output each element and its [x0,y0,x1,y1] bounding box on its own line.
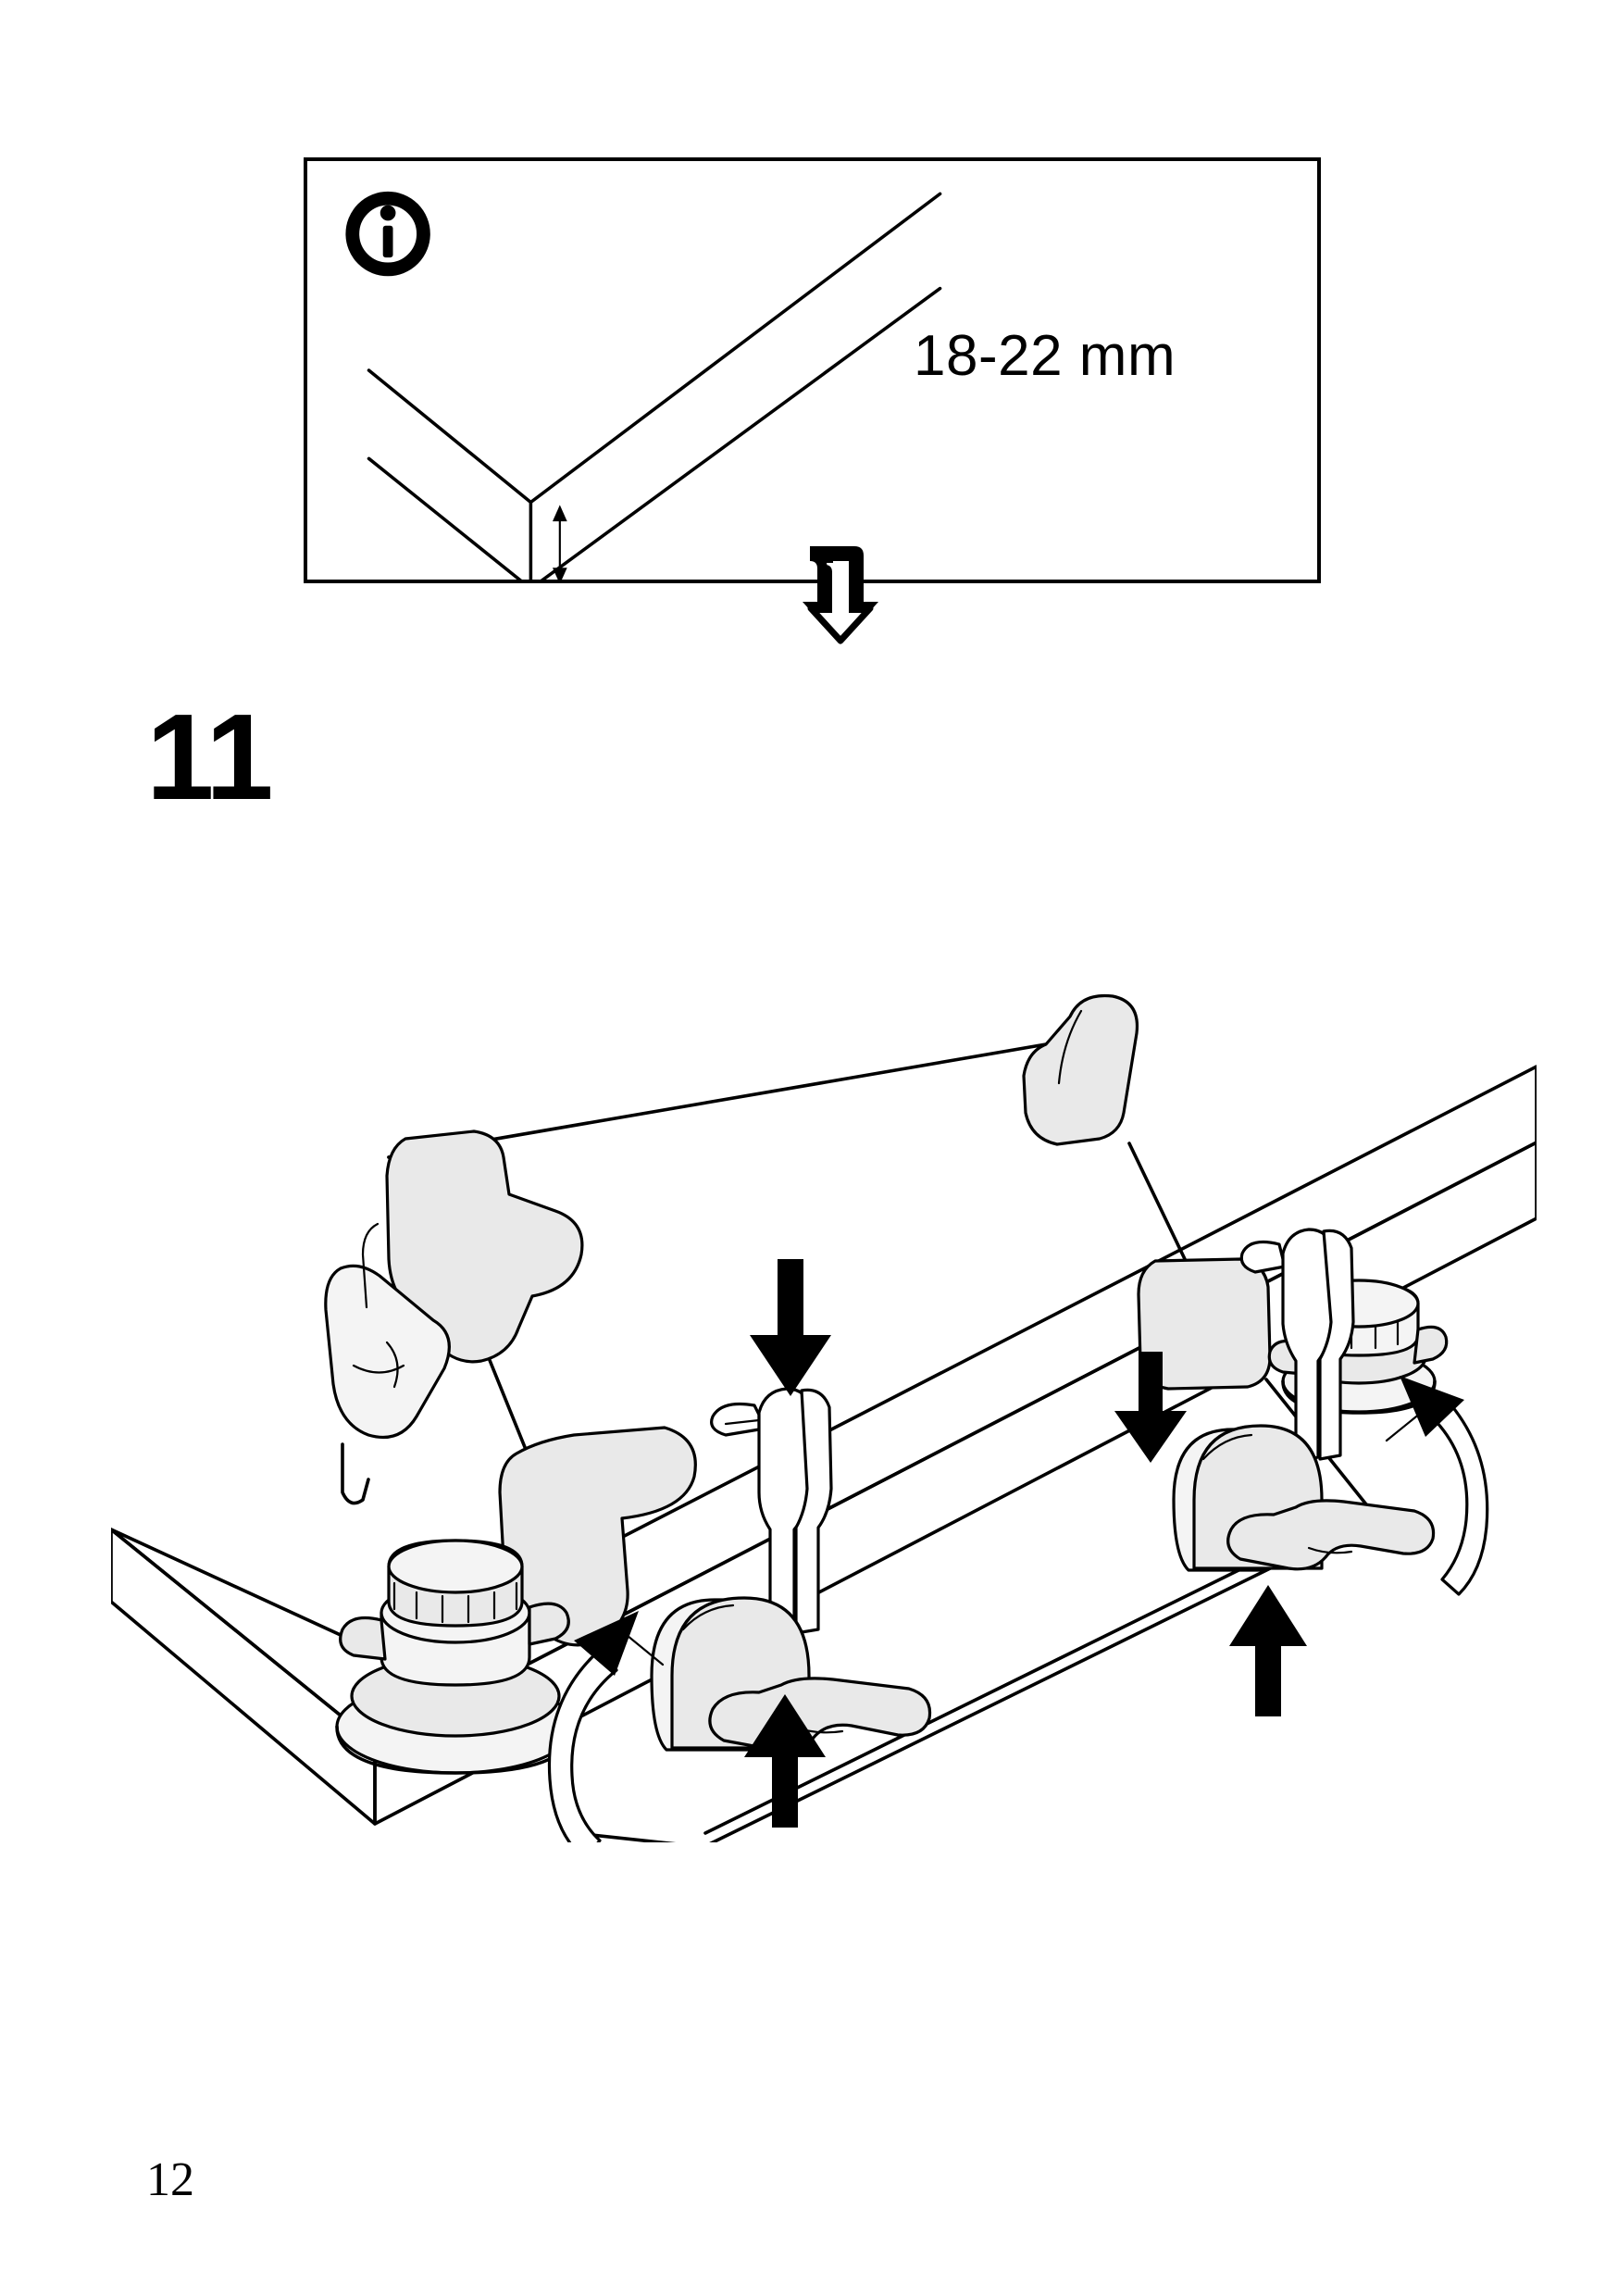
rotate-arrow-center [547,1611,665,1842]
info-panel: 18-22 mm [304,157,1321,583]
tighten-up-arrow-center [744,1694,826,1828]
step-illustration [111,861,1537,1842]
thickness-dimension-arrow [552,505,567,580]
wire-hook-center [710,1387,833,1639]
wire-hook-right [1239,1228,1355,1465]
wing-nut-right [1172,1424,1436,1572]
press-down-arrow-center [750,1259,831,1396]
u-turn-down-arrow-icon [803,546,878,644]
tighten-up-arrow-right [1229,1585,1307,1716]
tabletop-corner-diagram [367,192,942,580]
page-number: 12 [146,2153,194,2206]
fitting-lower-left [335,1426,697,1775]
fitting-upper-left [324,1129,584,1505]
step-number: 11 [146,689,274,825]
press-down-arrow-right [1114,1352,1187,1463]
info-icon [345,191,430,277]
fitting-upper-right [1022,993,1139,1146]
knurled-knob-left [339,1539,570,1687]
rotate-arrow-right [1385,1376,1489,1596]
thickness-measurement-label: 18-22 mm [914,324,1176,388]
info-panel-diagram [345,191,942,580]
